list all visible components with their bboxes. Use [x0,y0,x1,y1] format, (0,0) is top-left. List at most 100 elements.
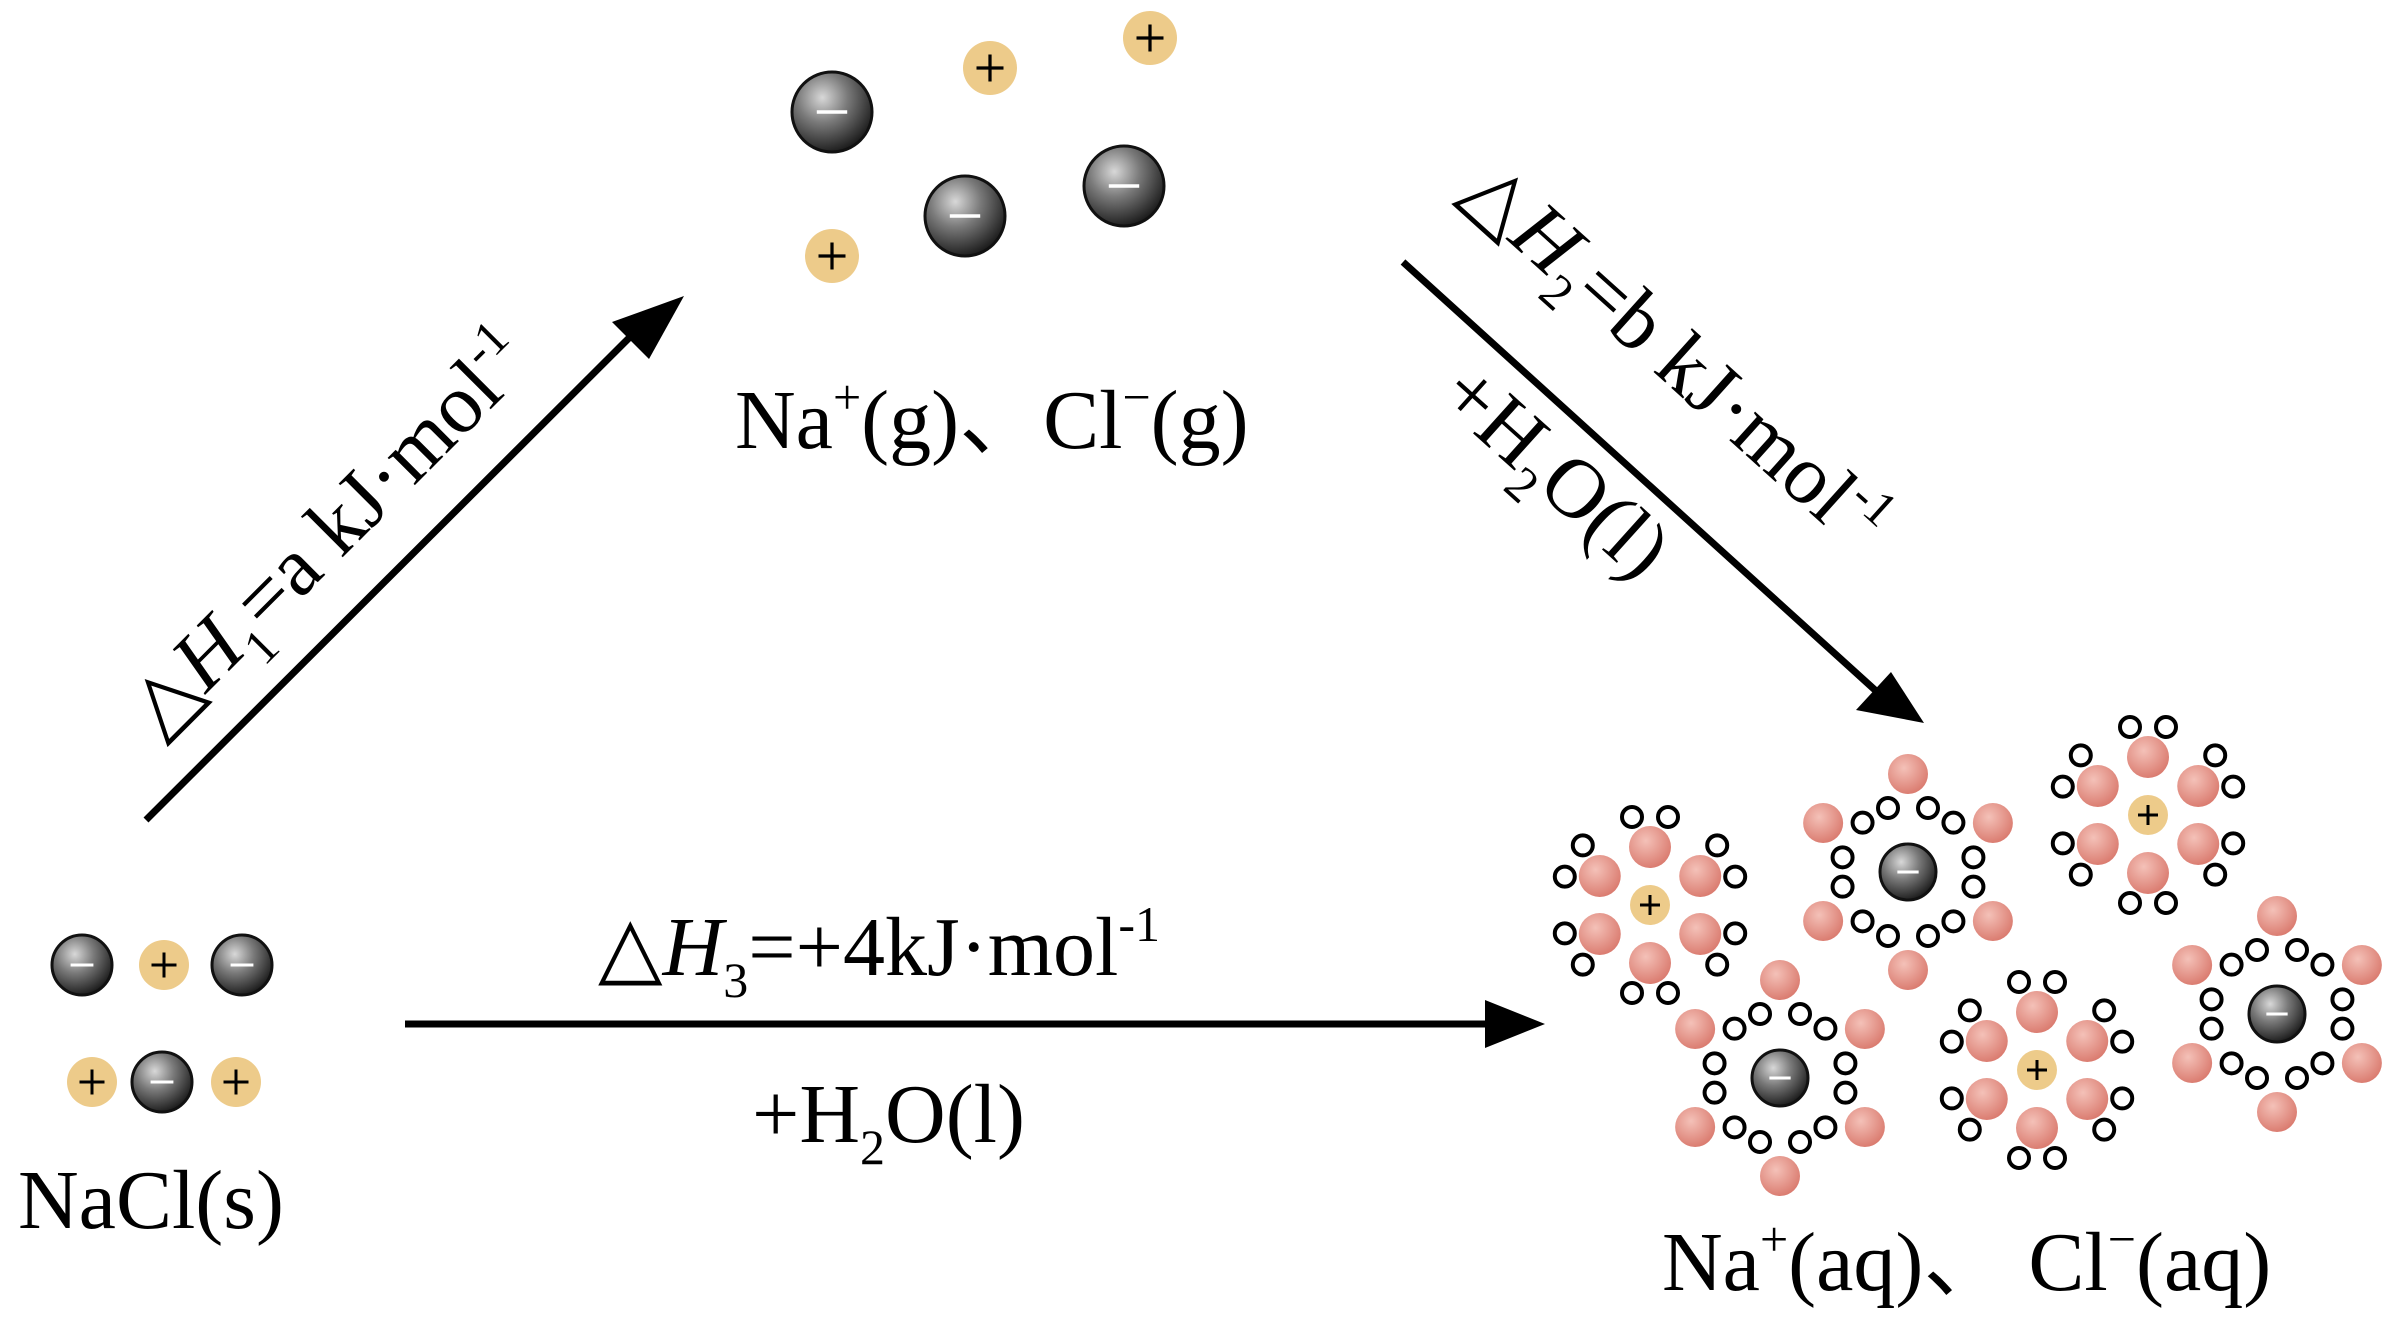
water-molecule [2066,1078,2135,1142]
oxygen-atom [1844,1009,1885,1049]
water-molecule [2050,823,2119,887]
water-molecule [1552,913,1621,977]
water-molecule [2310,1016,2382,1083]
hydrogen-atom [1788,1002,1812,1026]
hydrogen-atom [1723,864,1748,889]
hydrogen-atom [2068,743,2093,768]
hydrogen-atom [2068,862,2093,887]
oxygen-atom [2177,823,2220,865]
aqueous-ions-label: Na+(aq)、 Cl−(aq) [1662,1211,2271,1309]
nacl-solid-label: NaCl(s) [18,1154,284,1247]
hydrogen-atom [2203,862,2228,887]
water-molecule [1813,1080,1885,1147]
oxygen-atom [2177,765,2220,807]
hydrogen-atom [2330,987,2355,1012]
hydrogen-atom [2007,970,2031,994]
water-molecule [1675,1080,1747,1147]
hydrogen-atom [1830,845,1855,870]
sodium-ion [963,41,1017,95]
hydrogen-atom [2310,952,2335,977]
hydrogen-atom [1702,1080,1727,1105]
hydrogen-atom [2118,891,2142,915]
chloride-ion [1750,1048,1810,1108]
chloride-ion [923,174,1007,258]
water-molecule [2007,1107,2067,1170]
gaseous-ions-cluster [790,11,1177,283]
hydrogen-atom [2092,1117,2117,1142]
hydrogen-atom [2050,831,2075,856]
water-molecule [1941,803,2013,870]
hydrogen-atom [2110,1029,2135,1054]
sodium-ion [2128,795,2168,835]
oxygen-atom [2076,823,2119,865]
arrow-h2-head [1856,672,1924,723]
hydrogen-atom [2050,774,2075,799]
oxygen-atom [2016,1107,2058,1149]
oxygen-atom [1803,803,1844,843]
water-molecule [1941,874,2013,941]
oxygen-atom [1972,803,2013,843]
hydrogen-atom [2007,1146,2031,1170]
water-molecule [2172,945,2244,1012]
water-molecule [1939,998,2008,1062]
sodium-ion [1630,885,1670,925]
hydrogen-atom [2118,715,2142,739]
hydrogen-atom [1961,874,1986,899]
gas-ions-label: Na+(g)、Cl−(g) [735,369,1249,467]
water-molecule [1876,754,1940,820]
h3-reagent-label: +H2O(l) [752,1068,1025,1175]
hydrogen-atom [1916,924,1940,948]
hydrated-chloride [2172,896,2382,1132]
hydrogen-atom [1552,921,1577,946]
hydrogen-atom [1830,874,1855,899]
hydrogen-atom [1916,796,1940,820]
oxygen-atom [1888,754,1928,794]
oxygen-atom [1760,1156,1800,1196]
hydrogen-atom [1941,909,1966,934]
hydrogen-atom [1961,845,1986,870]
hydrated-ions-cluster [1552,715,2382,1196]
arrow-h1-head [612,296,684,359]
water-molecule [1679,833,1748,897]
water-molecule [2066,998,2135,1062]
oxygen-atom [1888,950,1928,990]
hydrogen-atom [1702,1051,1727,1076]
hydrogen-atom [1939,1029,1964,1054]
oxygen-atom [2341,945,2382,985]
water-molecule [2310,945,2382,1012]
oxygen-atom [2016,991,2058,1033]
hydrogen-atom [2245,938,2269,962]
hydrated-sodium [1552,805,1748,1005]
hydrogen-atom [2043,970,2067,994]
hydrogen-atom [1570,833,1595,858]
water-molecule [1620,942,1680,1005]
hydrogen-atom [1570,952,1595,977]
water-molecule [2245,896,2309,962]
sodium-ion [67,1057,117,1107]
hydrogen-atom [2330,1016,2355,1041]
hydrogen-atom [2285,1066,2309,1090]
hydrogen-atom [2221,831,2246,856]
hydrogen-atom [1705,952,1730,977]
hydrogen-atom [1748,1002,1772,1026]
hydrogen-atom [1620,805,1644,829]
hydrogen-atom [2092,998,2117,1023]
hydrogen-atom [2043,1146,2067,1170]
hydrogen-atom [1850,810,1875,835]
oxygen-atom [1965,1020,2008,1062]
oxygen-atom [1578,855,1621,897]
chloride-ion [1878,842,1938,902]
oxygen-atom [1844,1107,1885,1147]
oxygen-atom [1965,1078,2008,1120]
sodium-ion [139,940,189,990]
oxygen-atom [1679,913,1722,955]
oxygen-atom [2127,852,2169,894]
hydrogen-atom [2199,987,2224,1012]
hydrogen-atom [1788,1130,1812,1154]
oxygen-atom [2172,1043,2213,1083]
water-molecule [1620,805,1680,868]
water-molecule [1803,803,1875,870]
water-molecule [2172,1016,2244,1083]
hydrogen-atom [2245,1066,2269,1090]
